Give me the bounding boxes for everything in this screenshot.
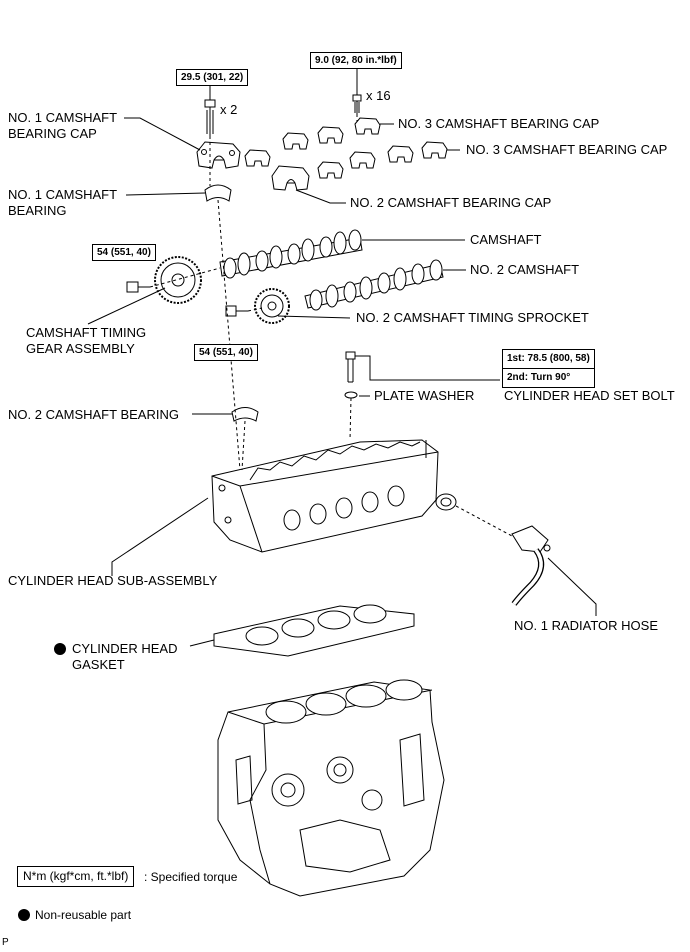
label-camshaft: CAMSHAFT: [470, 232, 542, 247]
no2-camshaft-timing-sprocket: [225, 288, 290, 324]
no2-camshaft-bearing: [231, 407, 259, 422]
label-cylinder-head-gasket: CYLINDER HEAD GASKET: [72, 641, 178, 672]
qty-no3-bolts: x 16: [366, 88, 391, 103]
label-no2-camshaft-bearing: NO. 2 CAMSHAFT BEARING: [8, 407, 179, 422]
torque-timing-gear: 54 (551, 40): [92, 244, 156, 261]
cylinder-head: [211, 439, 457, 553]
no2-camshaft: [304, 259, 444, 311]
label-no1-camshaft-bearing-cap: NO. 1 CAMSHAFT BEARING CAP: [8, 110, 118, 141]
no3-cap-bolt: [352, 68, 362, 114]
no1-radiator-hose: [511, 525, 551, 606]
label-no2-camshaft-bearing-cap: NO. 2 CAMSHAFT BEARING CAP: [350, 195, 552, 210]
no1-camshaft-bearing: [204, 184, 232, 202]
label-no2-camshaft: NO. 2 CAMSHAFT: [470, 262, 580, 277]
no1-cap-bolt: [204, 84, 216, 136]
cylinder-head-gasket: [213, 604, 415, 657]
label-cylinder-head-sub-assembly: CYLINDER HEAD SUB-ASSEMBLY: [8, 573, 218, 588]
torque-head-bolt-step2: 2nd: Turn 90°: [503, 368, 594, 387]
label-no3-camshaft-bearing-cap-b: NO. 3 CAMSHAFT BEARING CAP: [466, 142, 668, 157]
no1-camshaft-bearing-cap: [196, 141, 241, 169]
no2-camshaft-bearing-cap: [271, 165, 310, 191]
torque-head-bolt-step1: 1st: 78.5 (800, 58): [507, 353, 590, 364]
figure-code: P: [2, 937, 9, 948]
camshaft-timing-gear: [126, 256, 202, 304]
label-no2-camshaft-timing-sprocket: NO. 2 CAMSHAFT TIMING SPROCKET: [356, 310, 589, 325]
legend-non-reusable-marker: [18, 909, 30, 921]
legend-non-reusable-text: Non-reusable part: [35, 908, 132, 922]
torque-no1-cap: 29.5 (301, 22): [176, 69, 249, 86]
torque-head-bolt: 1st: 78.5 (800, 58) 2nd: Turn 90°: [502, 349, 595, 388]
label-camshaft-timing-gear-assembly: CAMSHAFT TIMING GEAR ASSEMBLY: [26, 325, 147, 356]
legend-torque-text: : Specified torque: [144, 870, 238, 884]
camshaft: [219, 229, 363, 279]
torque-no3-cap: 9.0 (92, 80 in.*lbf): [310, 52, 402, 69]
legend-torque-unit: N*m (kgf*cm, ft.*lbf): [17, 866, 135, 887]
qty-no1-bolts: x 2: [220, 102, 238, 117]
engine-block: [217, 679, 445, 897]
cylinder-head-set-bolt: [345, 351, 356, 383]
label-plate-washer: PLATE WASHER: [374, 388, 475, 403]
plate-washer: [344, 391, 358, 399]
no3-camshaft-bearing-caps: [244, 117, 448, 179]
label-cylinder-head-set-bolt: CYLINDER HEAD SET BOLT: [504, 388, 675, 403]
non-reusable-marker: [54, 643, 66, 655]
torque-sprocket: 54 (551, 40): [194, 344, 258, 361]
label-no3-camshaft-bearing-cap-a: NO. 3 CAMSHAFT BEARING CAP: [398, 116, 600, 131]
label-no1-camshaft-bearing: NO. 1 CAMSHAFT BEARING: [8, 187, 118, 218]
label-no1-radiator-hose: NO. 1 RADIATOR HOSE: [514, 618, 658, 633]
